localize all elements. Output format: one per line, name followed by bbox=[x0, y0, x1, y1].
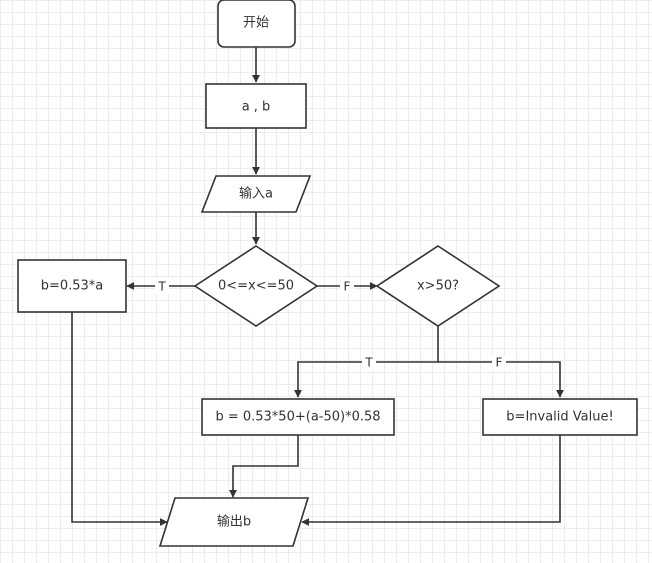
input-node-label: 输入a bbox=[239, 186, 273, 202]
edge-cond2-false-path bbox=[438, 361, 564, 398]
condition-over50-node bbox=[375, 245, 501, 327]
input-node bbox=[200, 175, 312, 213]
start-node-label: 开始 bbox=[243, 16, 269, 31]
calc-low-node bbox=[17, 259, 127, 313]
output-node bbox=[158, 497, 310, 547]
calc-high-node bbox=[201, 398, 395, 436]
declare-node bbox=[205, 83, 307, 129]
edge-label-bg bbox=[492, 355, 506, 370]
edge-label-cond1-false: F bbox=[344, 280, 351, 294]
condition-range-label: 0<=x<=50 bbox=[218, 279, 294, 294]
invalid-node bbox=[482, 398, 638, 436]
edge-label-cond2-true: T bbox=[364, 356, 373, 370]
invalid-label: b=Invalid Value! bbox=[506, 410, 613, 425]
edge-calc2-output bbox=[229, 435, 299, 498]
condition-over50-label: x>50? bbox=[417, 279, 459, 294]
calc-high-label: b = 0.53*50+(a-50)*0.58 bbox=[215, 410, 380, 425]
edge-label-bg bbox=[340, 278, 354, 294]
condition-range-node bbox=[193, 245, 319, 327]
output-node-label: 输出b bbox=[217, 514, 251, 530]
edge-label-cond1-true: T bbox=[157, 280, 166, 294]
edge-invalid-output bbox=[301, 435, 561, 526]
edge-label-bg bbox=[155, 278, 169, 294]
edge-label-cond2-false: F bbox=[496, 356, 503, 370]
edge-calc1-output bbox=[71, 312, 168, 526]
edge-label-bg bbox=[362, 355, 376, 370]
declare-node-label: a , b bbox=[242, 100, 271, 115]
start-node bbox=[217, 0, 296, 48]
calc-low-label: b=0.53*a bbox=[41, 279, 104, 294]
